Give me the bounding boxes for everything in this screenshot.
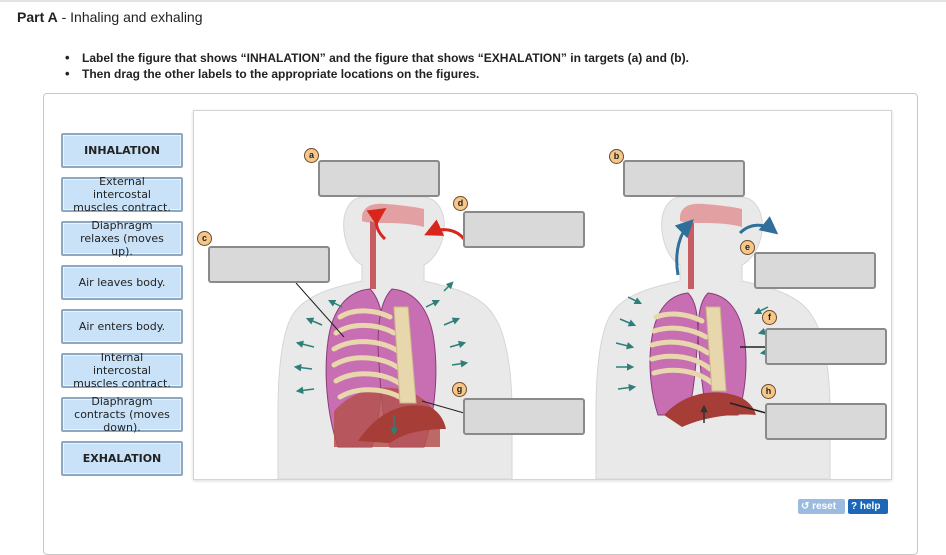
label-diaphragm-contracts[interactable]: Diaphragm contracts (moves down). [61, 395, 183, 434]
air-flow-arrow [424, 219, 466, 241]
drop-target-g[interactable] [463, 398, 585, 435]
drop-target-h[interactable] [765, 403, 887, 440]
badge-d: d [453, 196, 468, 211]
drop-target-b[interactable] [623, 160, 745, 197]
badge-f: f [762, 310, 777, 325]
drop-target-f[interactable] [765, 328, 887, 365]
lungs-left [325, 288, 446, 448]
top-divider [0, 0, 946, 2]
reset-button[interactable]: ↺ reset [798, 499, 845, 514]
label-inhalation[interactable]: INHALATION [61, 133, 183, 168]
lungs-right [649, 292, 756, 427]
air-enters-arrow [366, 207, 387, 241]
air-leaves-arrow [674, 219, 694, 276]
part-name: Inhaling and exhaling [70, 9, 203, 25]
label-exhalation[interactable]: EXHALATION [61, 441, 183, 476]
label-diaphragm-relaxes[interactable]: Diaphragm relaxes (moves up). [61, 219, 183, 258]
instruction-item: Then drag the other labels to the approp… [63, 66, 689, 82]
badge-a: a [304, 148, 319, 163]
badge-e: e [740, 240, 755, 255]
drop-target-a[interactable] [318, 160, 440, 197]
label-air-enters[interactable]: Air enters body. [61, 309, 183, 344]
drop-target-c[interactable] [208, 246, 330, 283]
drop-target-e[interactable] [754, 252, 876, 289]
label-external-intercostal[interactable]: External intercostal muscles contract. [61, 175, 183, 214]
reset-icon: ↺ [801, 501, 813, 512]
part-title: Part A - Inhaling and exhaling [17, 9, 203, 25]
badge-h: h [761, 384, 776, 399]
part-label: Part A [17, 9, 58, 25]
part-separator: - [57, 9, 71, 25]
badge-b: b [609, 149, 624, 164]
instruction-item: Label the figure that shows “INHALATION”… [63, 50, 689, 66]
badge-g: g [452, 382, 467, 397]
instructions-list: Label the figure that shows “INHALATION”… [63, 50, 689, 82]
help-button[interactable]: ? help [848, 499, 888, 514]
expansion-arrows-left [293, 281, 469, 395]
drop-target-d[interactable] [463, 211, 585, 248]
air-out-arrow [738, 216, 779, 235]
badge-c: c [197, 231, 212, 246]
help-icon: ? [851, 501, 860, 512]
label-internal-intercostal[interactable]: Internal intercostal muscles contract. [61, 351, 183, 390]
label-air-leaves[interactable]: Air leaves body. [61, 265, 183, 300]
